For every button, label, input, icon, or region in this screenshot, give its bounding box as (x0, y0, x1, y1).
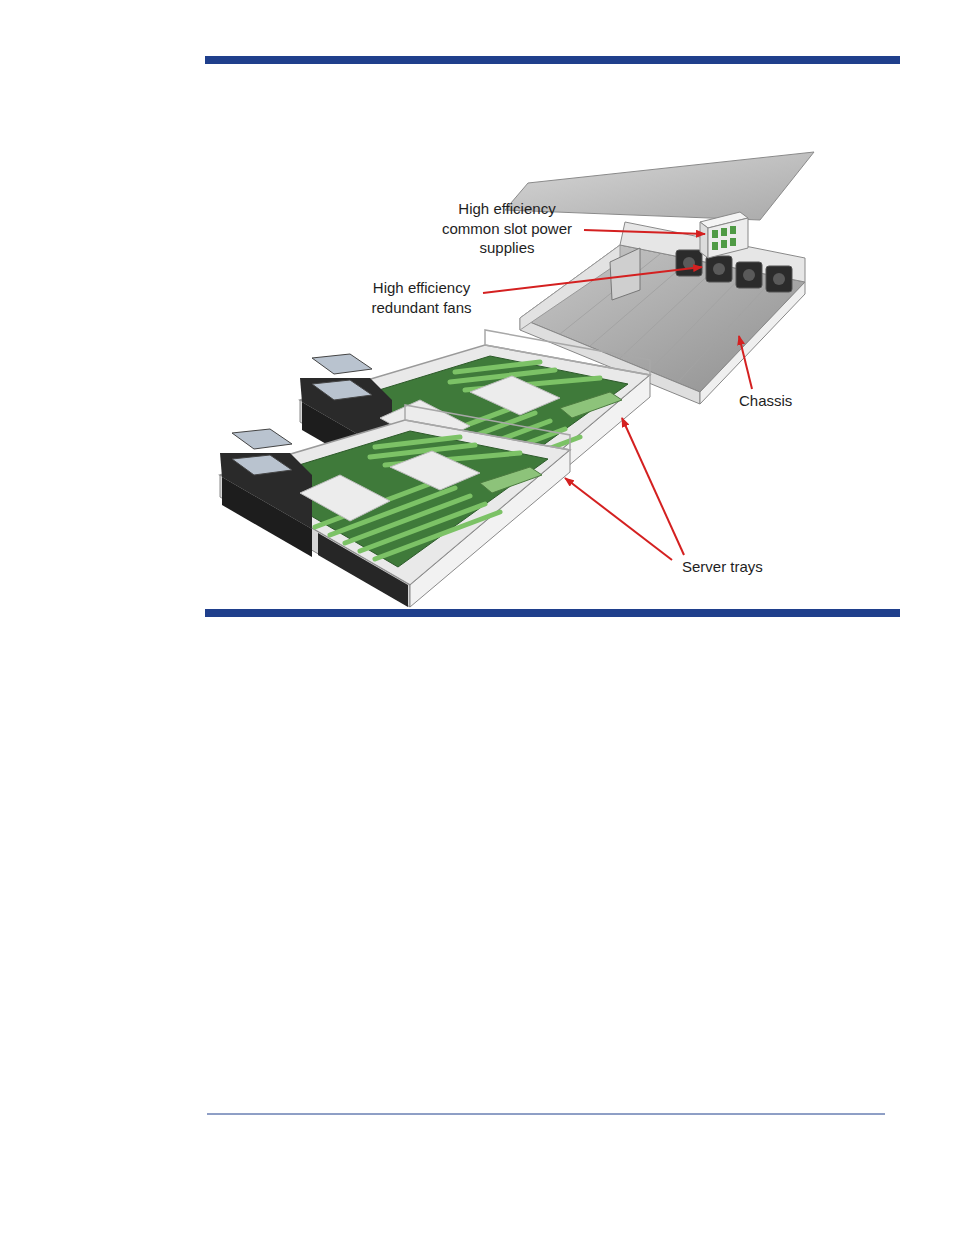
leader-arrow (584, 230, 705, 234)
part-label: Chassis (739, 391, 792, 411)
part-label: High efficiency redundant fans (359, 278, 484, 317)
lower-server-tray (220, 405, 570, 607)
power-supply (700, 212, 748, 258)
footer-bar (205, 609, 900, 617)
part-label: Server trays (682, 557, 763, 577)
leader-arrows (483, 230, 752, 560)
leader-arrow (483, 267, 702, 293)
leader-arrow (565, 478, 672, 560)
part-label: High efficiency common slot power suppli… (432, 199, 582, 258)
leader-arrow (622, 418, 684, 555)
page-rule (207, 1114, 885, 1115)
leader-arrow (739, 336, 752, 389)
header-bar (205, 56, 900, 64)
